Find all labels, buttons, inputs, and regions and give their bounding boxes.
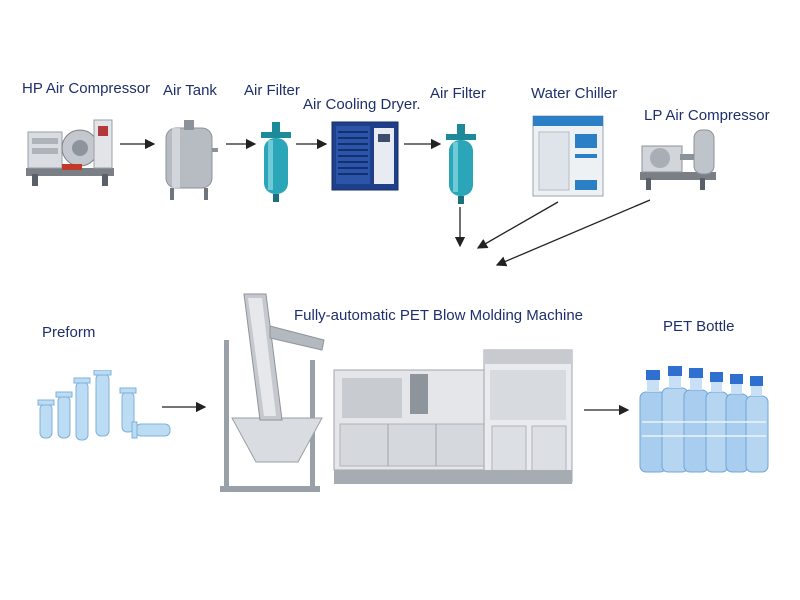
- pet-bottle-image: [639, 366, 769, 473]
- label-machine: Fully-automatic PET Blow Molding Machine: [294, 307, 584, 324]
- blow-molding-machine-image: [220, 293, 573, 492]
- label-water-chiller: Water Chiller: [531, 85, 618, 102]
- label-lp-air-compressor: LP Air Compressor: [644, 107, 770, 124]
- label-air-filter-2: Air Filter: [430, 85, 486, 102]
- water-chiller-image: [532, 115, 604, 197]
- air-cooling-dryer-image: [331, 121, 399, 191]
- arrow-chiller-down: [476, 201, 559, 249]
- label-hp-air-compressor: HP Air Compressor: [22, 80, 151, 97]
- preform-image: [37, 370, 171, 441]
- lp-air-compressor-image: [640, 129, 716, 190]
- air-tank-image: [165, 120, 218, 200]
- arrow-lp-down: [495, 199, 651, 267]
- label-pet-bottle: PET Bottle: [663, 318, 735, 335]
- air-filter-2-image: [446, 124, 476, 204]
- label-air-tank: Air Tank: [163, 82, 217, 99]
- hp-air-compressor-image: [26, 119, 114, 186]
- label-air-filter-1: Air Filter: [244, 82, 300, 99]
- label-preform: Preform: [42, 324, 96, 341]
- label-air-cooling-dryer: Air Cooling Dryer.: [303, 96, 421, 113]
- air-filter-1-image: [261, 122, 291, 202]
